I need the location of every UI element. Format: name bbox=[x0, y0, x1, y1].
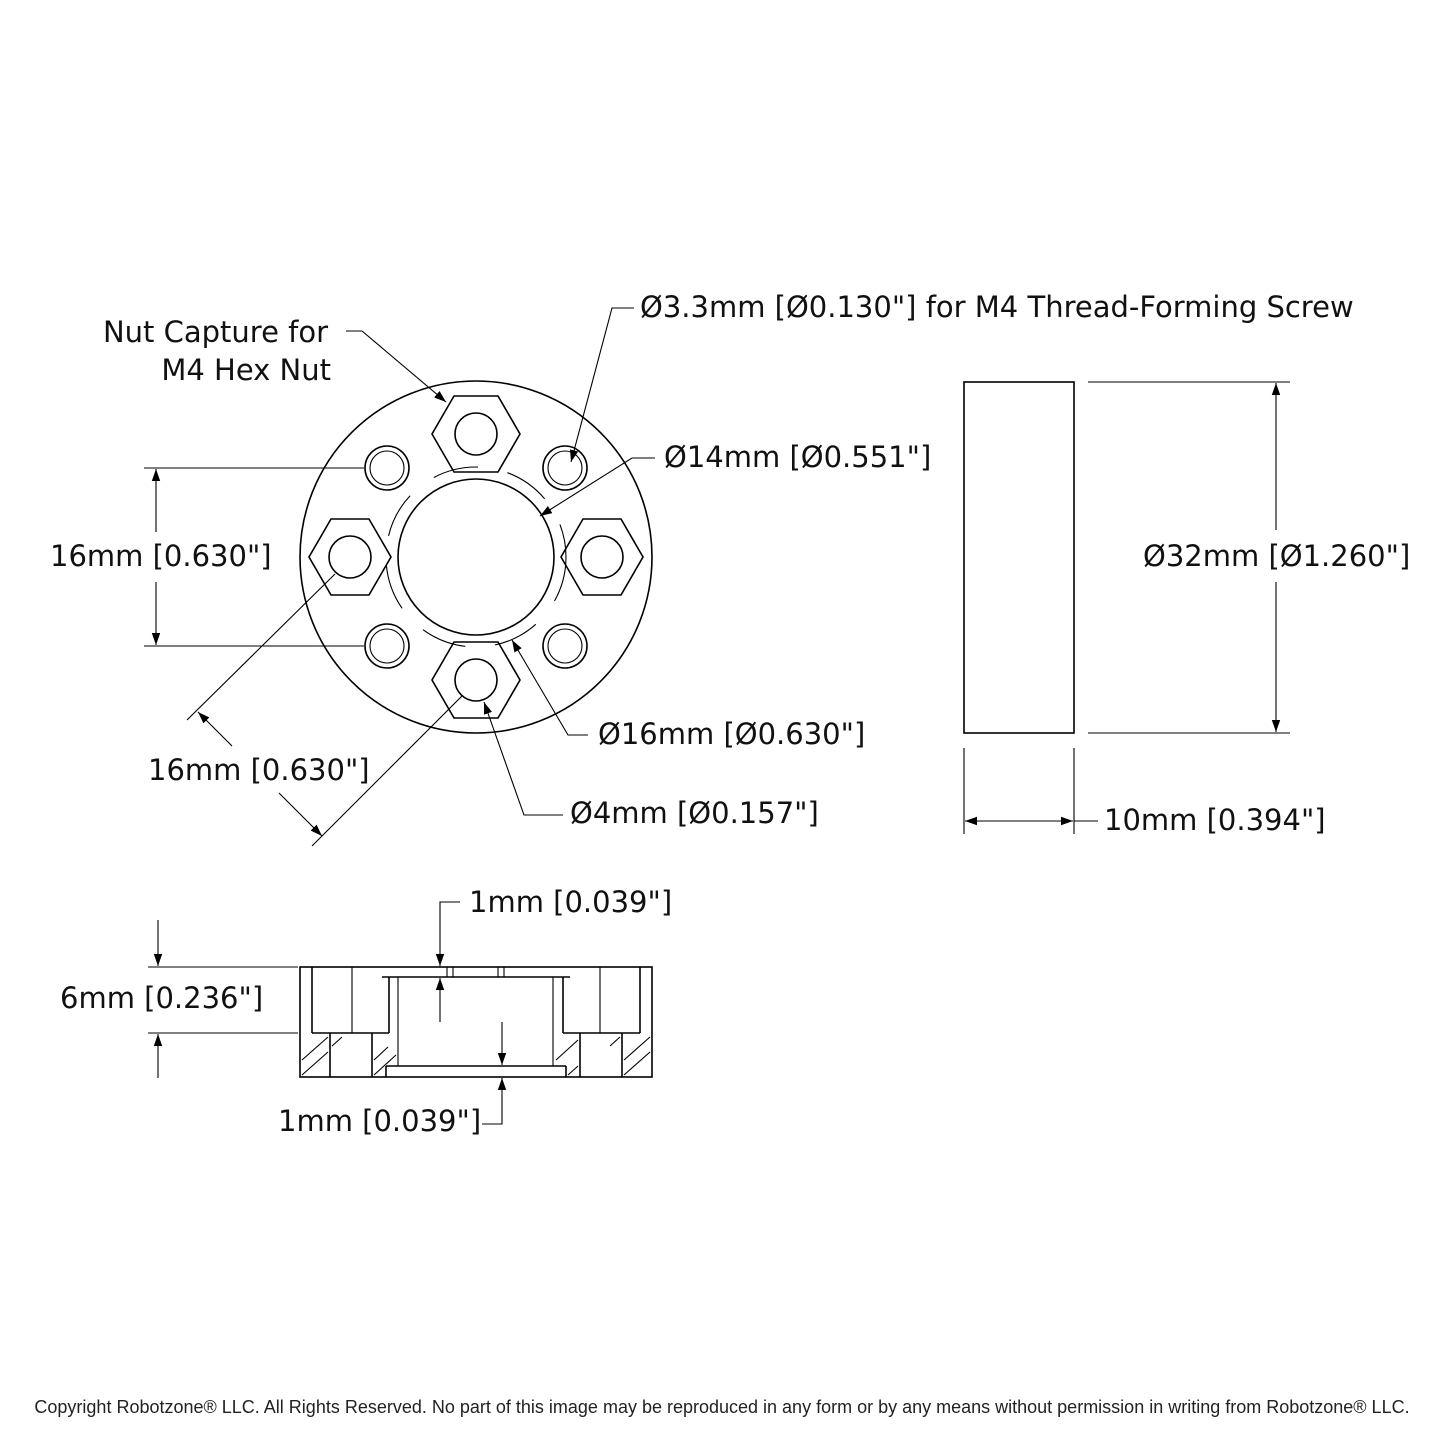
front-view bbox=[144, 307, 655, 847]
label-section-depth: 6mm [0.236"] bbox=[60, 981, 263, 1015]
copyright-notice: Copyright Robotzone® LLC. All Rights Res… bbox=[34, 1397, 1409, 1417]
screw-hole-top-right bbox=[542, 445, 588, 491]
extension-line-diagonal-1 bbox=[186, 573, 336, 721]
dim-line-diagonal-upper bbox=[197, 711, 233, 747]
label-thickness: 10mm [0.394"] bbox=[1104, 803, 1326, 837]
dim-line-diagonal-lower bbox=[278, 792, 323, 837]
hex-nut-pocket-top bbox=[431, 395, 521, 473]
hex-nut-pocket-bottom bbox=[431, 641, 521, 719]
bore-relief-circle bbox=[385, 466, 567, 648]
side-view bbox=[963, 381, 1290, 834]
bore-circle bbox=[397, 478, 555, 636]
section-outline bbox=[299, 966, 653, 1078]
leader-bore bbox=[539, 457, 655, 517]
leader-nut-capture bbox=[346, 330, 447, 403]
label-bottom-step: 1mm [0.039"] bbox=[278, 1104, 481, 1138]
hex-nut-pocket-right bbox=[560, 518, 644, 596]
extension-line-diagonal-2 bbox=[311, 695, 463, 847]
label-diagonal-spacing: 16mm [0.630"] bbox=[148, 753, 370, 787]
label-nut-capture-line2: M4 Hex Nut bbox=[161, 353, 331, 387]
label-nut-capture-line1: Nut Capture for bbox=[103, 315, 328, 349]
screw-hole-bottom-left bbox=[364, 623, 410, 669]
label-top-step: 1mm [0.039"] bbox=[469, 885, 672, 919]
hex-nut-pocket-left bbox=[308, 518, 392, 596]
label-center-hole: Ø4mm [Ø0.157"] bbox=[570, 796, 819, 830]
leader-center-hole bbox=[483, 701, 563, 816]
outer-circle bbox=[299, 380, 653, 734]
screw-hole-bottom-right bbox=[542, 623, 588, 669]
label-bore: Ø14mm [Ø0.551"] bbox=[664, 440, 931, 474]
label-bolt-circle: Ø16mm [Ø0.630"] bbox=[598, 717, 865, 751]
section-view bbox=[148, 901, 653, 1125]
leader-screw-hole bbox=[570, 307, 634, 463]
screw-hole-top-left bbox=[364, 445, 410, 491]
leader-bolt-circle bbox=[511, 639, 588, 736]
label-vertical-spacing: 16mm [0.630"] bbox=[50, 539, 272, 573]
leader-top-step bbox=[435, 901, 460, 966]
label-outer-diameter: Ø32mm [Ø1.260"] bbox=[1143, 539, 1410, 573]
side-profile bbox=[963, 381, 1075, 734]
section-hatching bbox=[301, 1036, 651, 1076]
label-screw-hole: Ø3.3mm [Ø0.130"] for M4 Thread-Forming S… bbox=[640, 290, 1354, 324]
